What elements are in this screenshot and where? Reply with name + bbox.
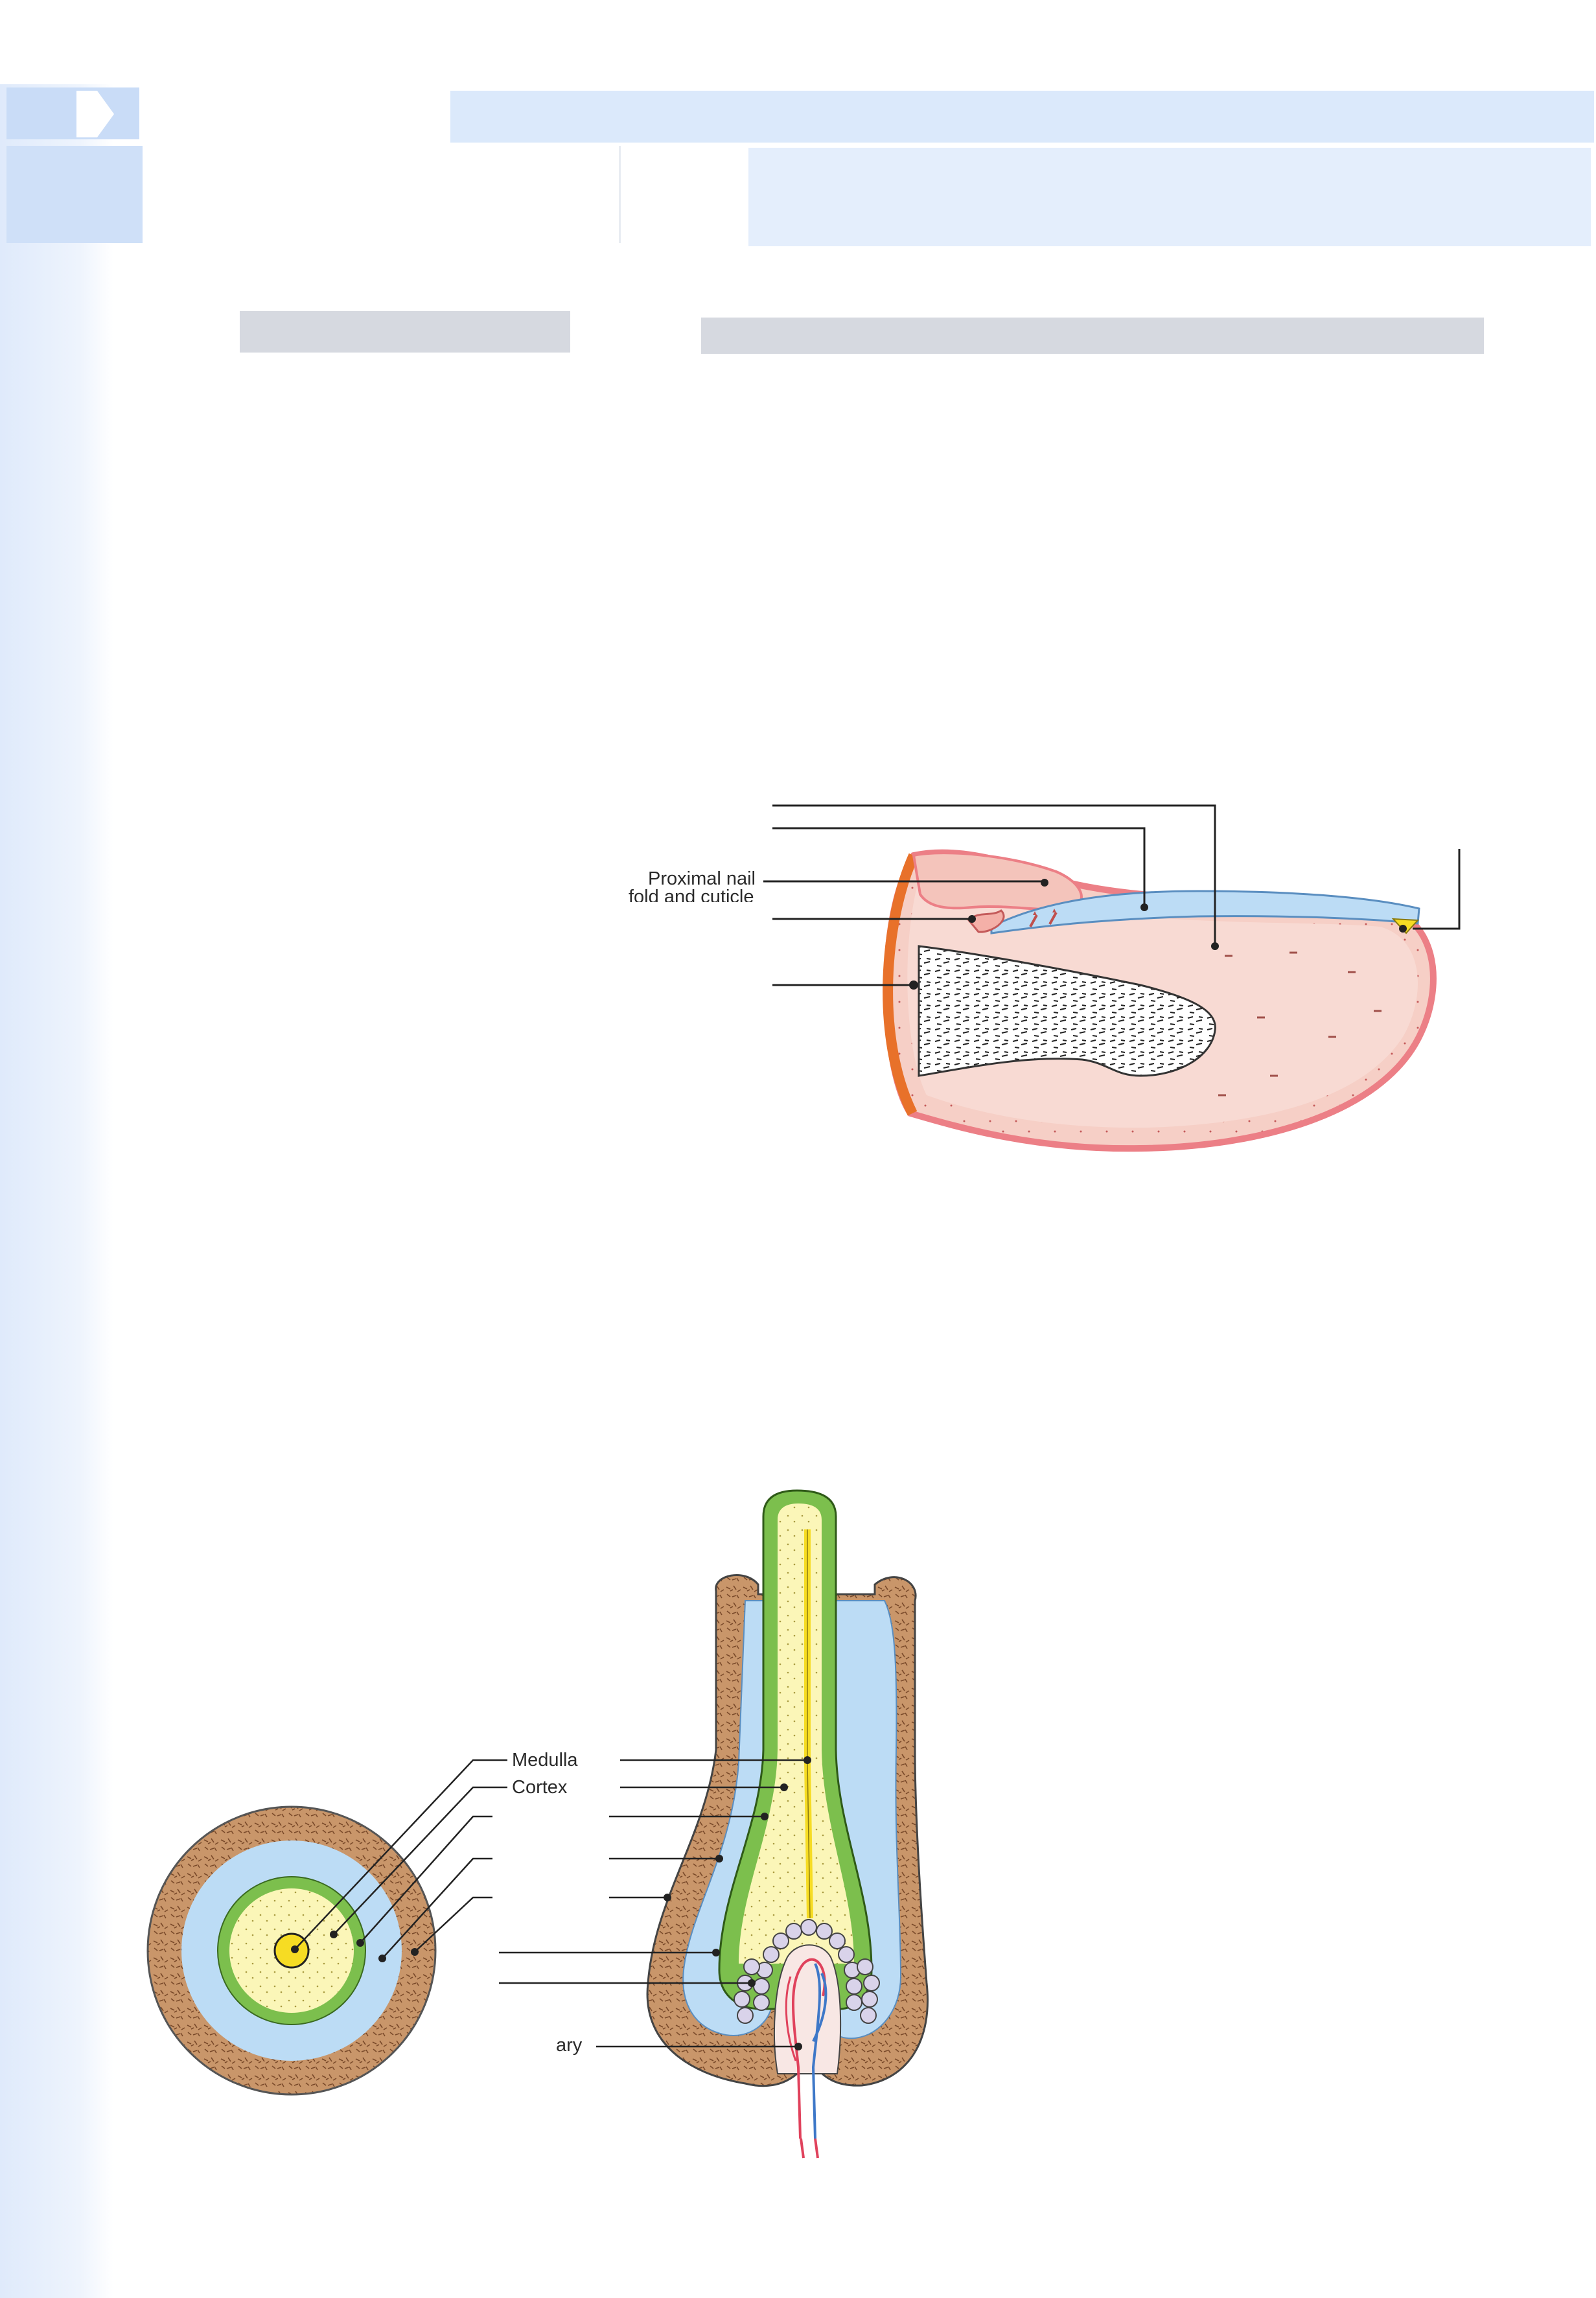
label-proximal-nail-fold-line2: fold and cuticle: [629, 888, 754, 902]
label-medulla: Medulla: [512, 1751, 578, 1770]
label-cortex: Cortex: [512, 1778, 567, 1797]
nail-cross-section-diagram: [763, 806, 1459, 1148]
dermal-papilla: [774, 1945, 840, 2074]
hair-transverse-section-diagram: [148, 1760, 507, 2095]
hair-follicle-longitudinal-diagram: [499, 1491, 928, 2158]
label-papilla-partial: ary: [556, 2036, 582, 2055]
leader-line-hyponychium: [1413, 849, 1459, 929]
label-proximal-nail-fold-line1: Proximal nail: [648, 870, 756, 888]
